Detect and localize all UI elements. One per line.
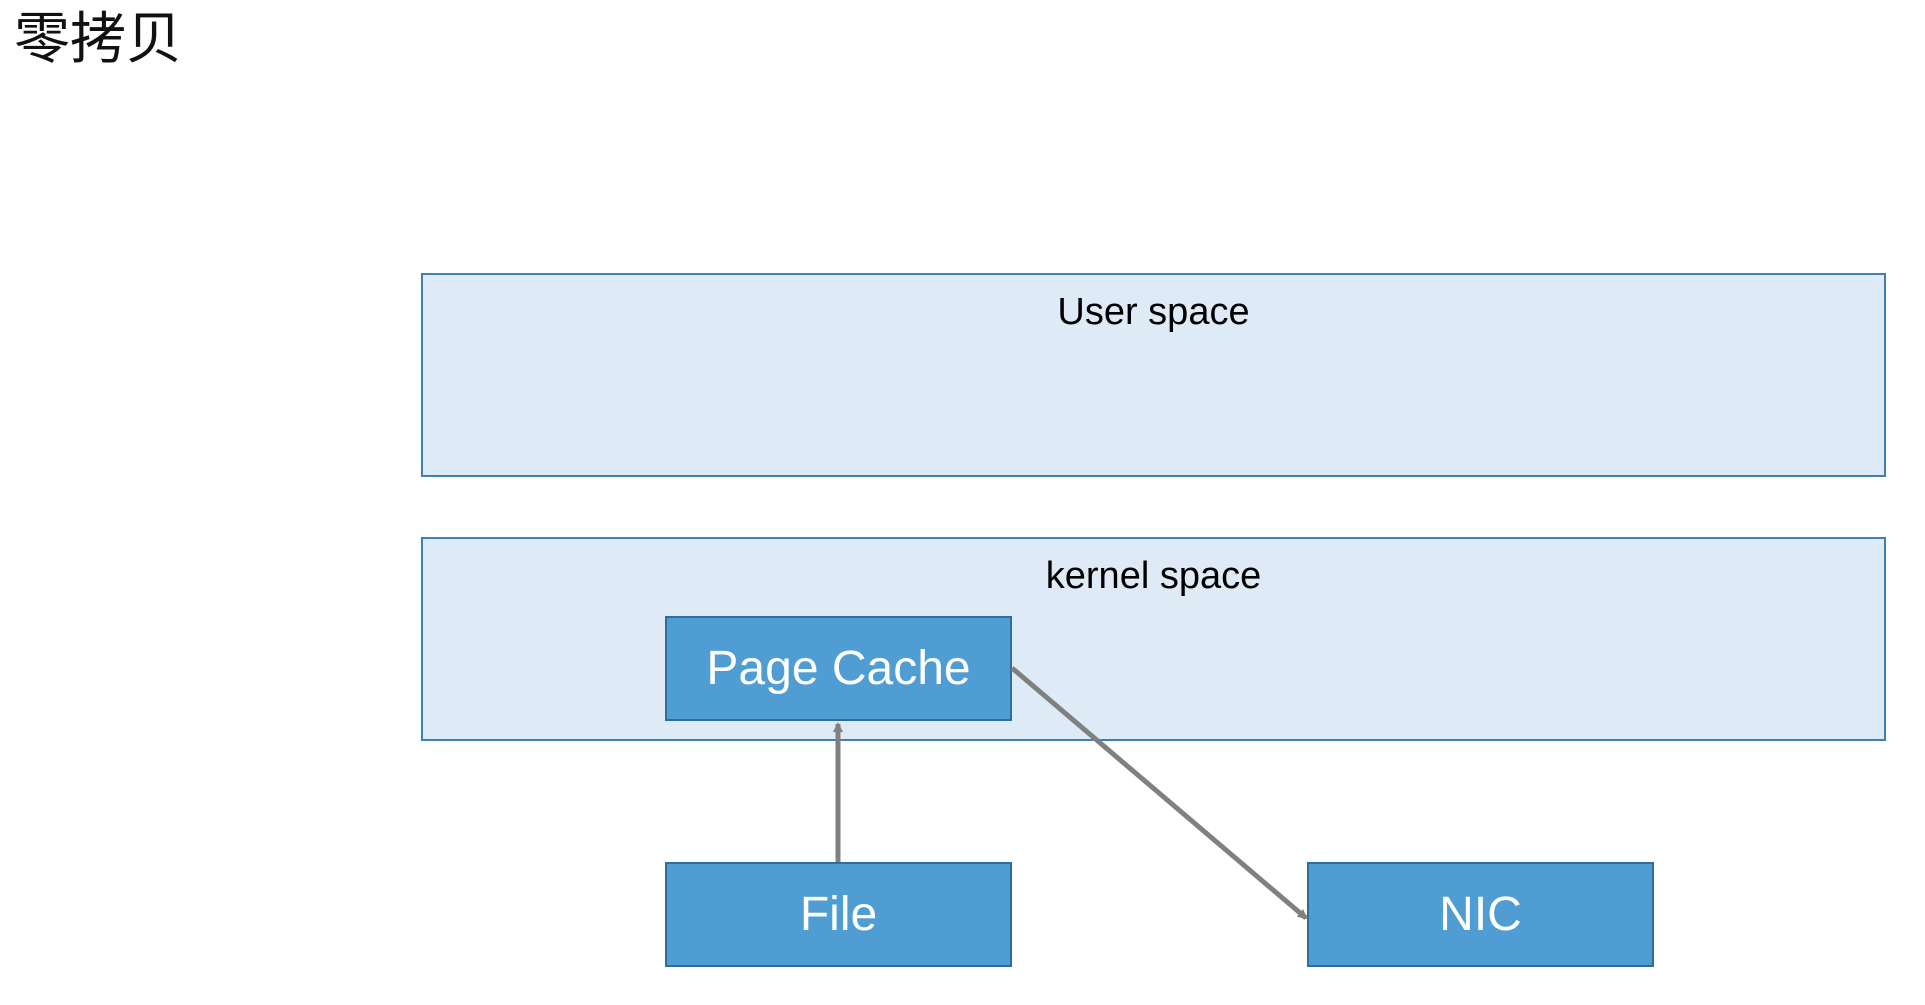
nic-node: NIC [1307,862,1654,967]
page-title: 零拷贝 [14,7,182,72]
page-cache-node: Page Cache [665,616,1012,721]
file-label: File [799,888,878,941]
page-cache-label: Page Cache [706,642,971,695]
file-node: File [665,862,1012,967]
user-space-label: User space [1057,291,1250,333]
kernel-space-label: kernel space [1045,555,1262,597]
kernel-space-region: kernel space [421,537,1886,741]
user-space-region: User space [421,273,1886,477]
nic-label: NIC [1439,888,1522,941]
